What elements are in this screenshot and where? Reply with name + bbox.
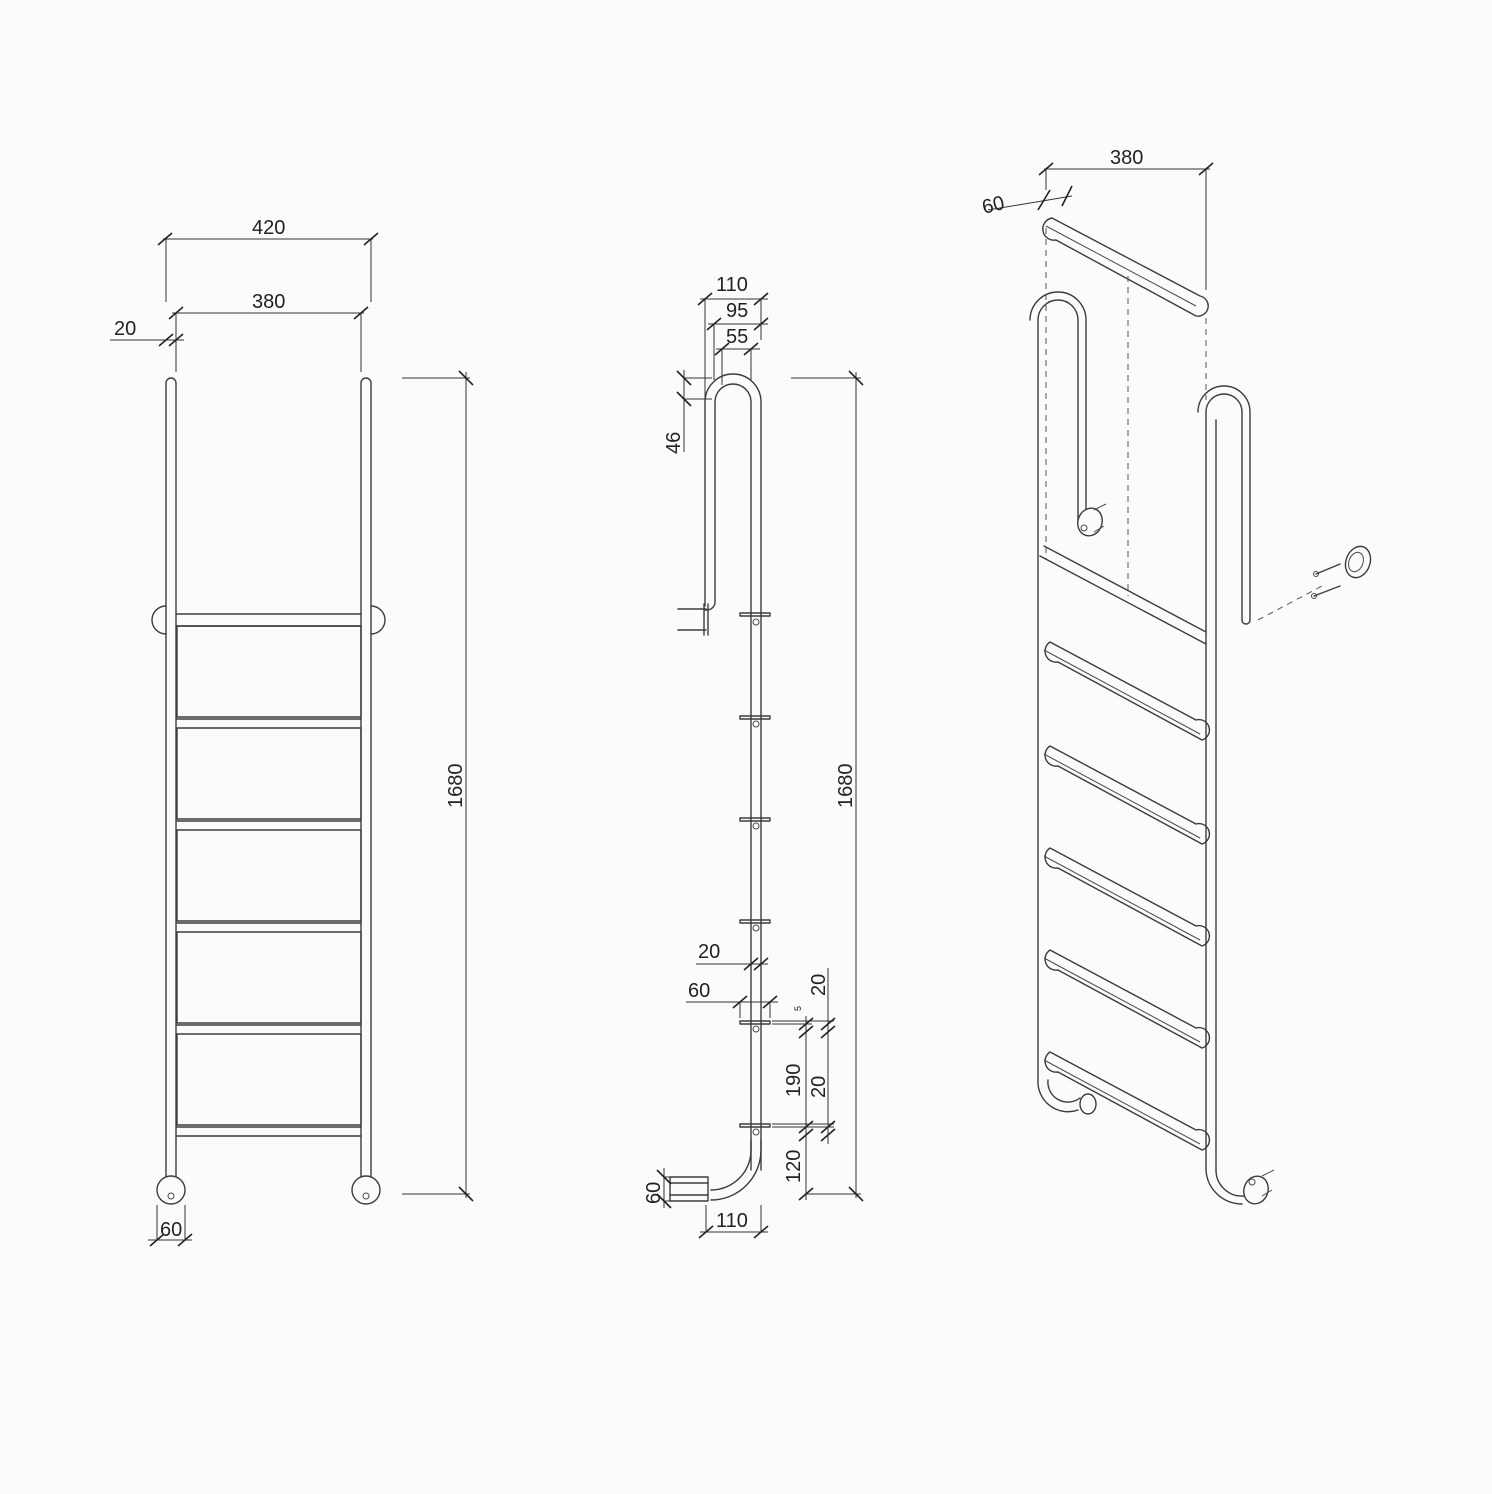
dim-overall-width: 420 xyxy=(252,217,285,239)
side-rail-outer xyxy=(703,383,752,1171)
iso-left-rail xyxy=(1037,299,1079,1113)
front-steps xyxy=(175,625,362,1137)
dim-foot-plate: 60 xyxy=(643,1182,665,1204)
dim-base-plate: 60 xyxy=(160,1219,182,1241)
left-base-plate xyxy=(156,1175,186,1205)
dim-inner-depth: 55 xyxy=(726,326,748,348)
iso-wall-bracket xyxy=(1344,545,1372,579)
dim-step-thickness: 20 xyxy=(698,941,720,963)
dim-hook-offset: 46 xyxy=(663,432,685,454)
iso-top-step xyxy=(1042,217,1209,317)
dim-inner-width: 380 xyxy=(252,291,285,313)
dim-top-depth: 110 xyxy=(716,274,748,296)
dim-iso-step-width: 60 xyxy=(980,192,1007,219)
left-rail xyxy=(165,377,177,1197)
side-view: 110 95 55 46 1680 20 xyxy=(643,274,864,1239)
dim-bottom-offset: 120 xyxy=(783,1150,805,1183)
side-rail-inner xyxy=(704,373,762,1171)
dim-iso-width: 380 xyxy=(1110,147,1143,169)
dim-step-gap-top: 20 xyxy=(808,974,830,996)
iso-right-rail xyxy=(1205,393,1243,1205)
iso-steps xyxy=(1043,641,1211,1151)
dim-step-gap-bottom: 20 xyxy=(808,1076,830,1098)
dim-tube-diameter: 20 xyxy=(114,318,136,340)
dim-foot-depth: 110 xyxy=(716,1210,748,1232)
right-bracket xyxy=(370,605,386,635)
side-foot-curve xyxy=(710,1139,752,1191)
dim-step-depth: 60 xyxy=(688,980,710,1002)
dim-mid-depth: 95 xyxy=(726,300,748,322)
iso-view: 380 60 xyxy=(980,147,1372,1205)
front-view: 420 380 20 1680 60 xyxy=(110,217,474,1247)
dim-step-spacing: 190 xyxy=(783,1064,805,1097)
side-steps xyxy=(739,612,771,1136)
dim-side-height: 1680 xyxy=(835,764,857,809)
dim-front-height: 1680 xyxy=(445,764,467,809)
right-rail xyxy=(360,377,372,1197)
dim-gap-small: 5 xyxy=(793,1006,803,1011)
right-base-plate xyxy=(351,1175,381,1205)
left-bracket xyxy=(151,605,167,635)
